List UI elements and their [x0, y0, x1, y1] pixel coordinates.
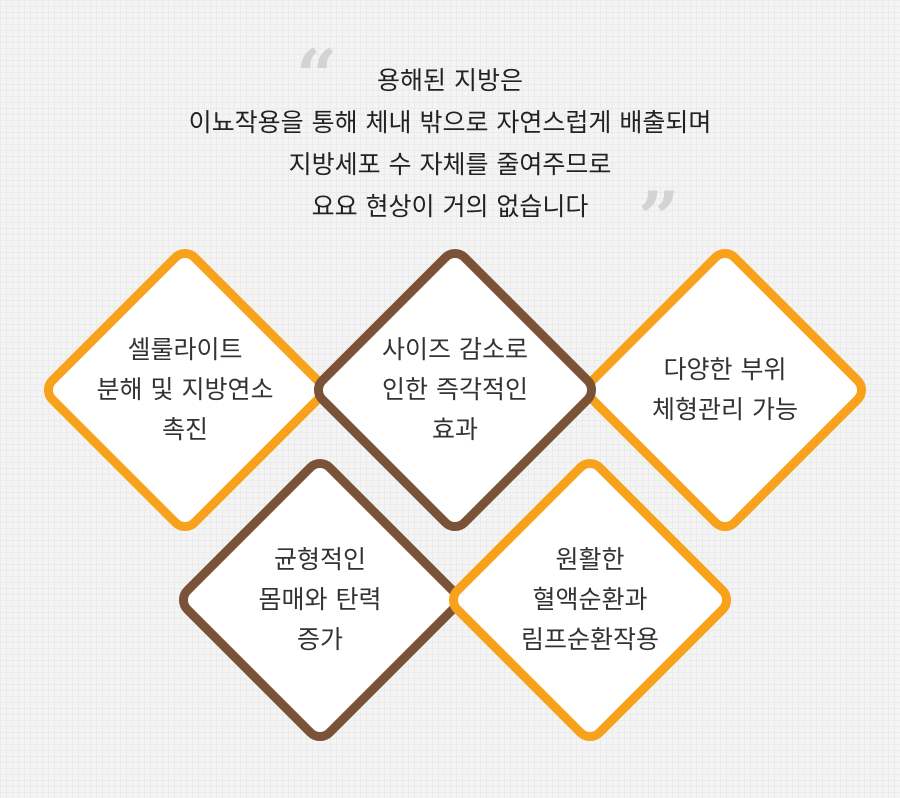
effect-balance-label: 균형적인 몸매와 탄력 증가 [258, 545, 382, 654]
quote-line: 지방세포 수 자체를 줄여주므로 [288, 150, 612, 179]
effect-circulation-label: 원활한 혈액순환과 림프순환작용 [520, 545, 659, 654]
open-quote-icon: “ [296, 33, 338, 118]
intro-quote: 용해된 지방은 이뇨작용을 통해 체내 밖으로 자연스럽게 배출되며 지방세포 … [0, 60, 900, 228]
effect-body-parts-label: 다양한 부위 체형관리 가능 [652, 355, 798, 424]
quote-line: 요요 현상이 거의 없습니다 [311, 192, 589, 221]
quote-line: 용해된 지방은 [377, 66, 523, 95]
effect-cellulite-label: 셀룰라이트 분해 및 지방연소 촉진 [96, 335, 274, 444]
effect-size-label: 사이즈 감소로 인한 즉각적인 효과 [382, 335, 528, 444]
close-quote-icon: ” [638, 175, 680, 260]
quote-line: 이뇨작용을 통해 체내 밖으로 자연스럽게 배출되며 [188, 108, 712, 137]
